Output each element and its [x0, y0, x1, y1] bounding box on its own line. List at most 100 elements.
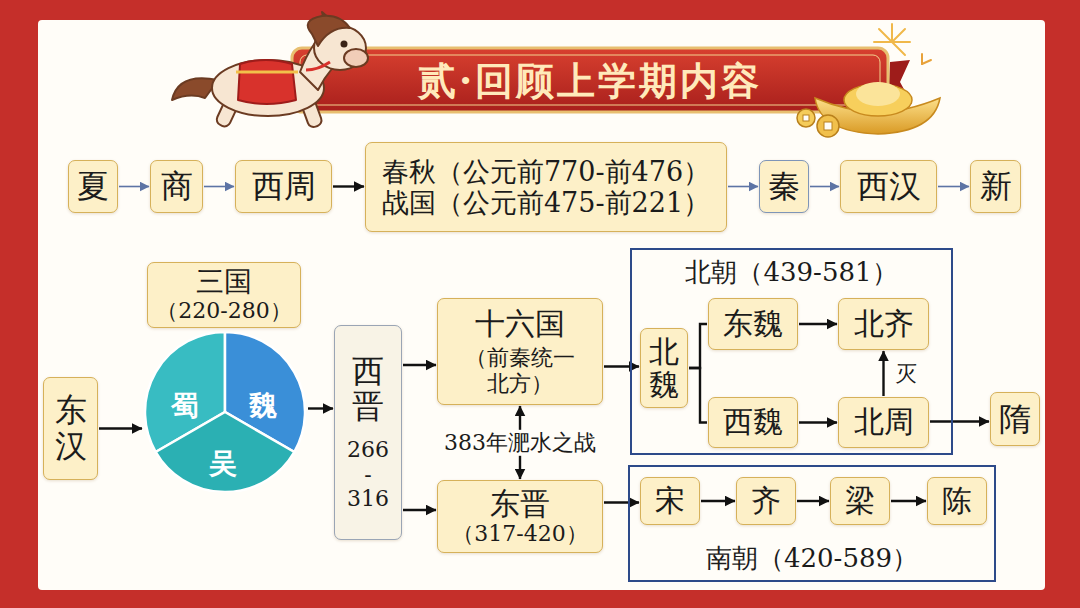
arrow-connector: [204, 186, 234, 188]
dynasty-box: 新: [970, 160, 1021, 213]
dynasty-box: 梁: [830, 477, 890, 525]
gold-ingot: [817, 115, 839, 137]
node-label: 陈: [942, 484, 972, 519]
dynasty-box: 夏: [68, 160, 118, 213]
arrow-connector: [689, 324, 707, 368]
arrow-connector: [403, 509, 436, 511]
dynasty-box: 东魏: [708, 298, 798, 350]
arrow-connector: [891, 500, 926, 502]
node-label: 梁: [845, 484, 875, 519]
horse-illustration: [238, 60, 296, 104]
fireworks: [874, 41, 892, 43]
fireworks: [874, 24, 931, 64]
node-label: 十六国: [475, 307, 565, 342]
three-kingdoms-pie: 三国（220-280） 蜀 魏吴: [143, 262, 307, 492]
node-label: 北魏: [649, 335, 679, 401]
dynasty-box: 西晋 266 - 316: [334, 325, 402, 540]
node-label: 夏: [77, 168, 109, 205]
group-title: 南朝（420-589）: [630, 544, 994, 574]
node-label: 西晋: [352, 354, 384, 424]
gold-ingot: [803, 115, 809, 121]
node-label: 齐: [751, 484, 781, 519]
node-label: 北齐: [854, 307, 914, 342]
node-label: 东汉: [55, 393, 87, 463]
node-label: 春秋（公元前770-前476）: [382, 156, 710, 187]
northern-dynasties-group: 北朝（439-581） 北魏 东魏西魏 北齐北周: [630, 248, 953, 455]
dynasty-box: 秦: [759, 160, 809, 213]
date-range: 266 - 316: [347, 438, 389, 511]
horse-illustration: [341, 41, 348, 48]
arrow-connector: [728, 186, 758, 188]
arrow-connector: [403, 364, 436, 366]
arrow-connector: [930, 420, 989, 422]
dynasty-box: 东晋（317-420）: [437, 480, 603, 553]
node-label: 宋: [655, 484, 685, 519]
title-text: 贰·回顾上学期内容: [380, 50, 800, 112]
dynasty-box: 陈: [927, 477, 987, 525]
horse-illustration: [344, 49, 368, 67]
pie-sector: 吴: [143, 332, 307, 492]
arrow-connector: [308, 407, 333, 409]
horse-illustration: [236, 71, 298, 74]
node-label: 西周: [252, 168, 316, 205]
gold-ingot: [797, 109, 815, 127]
node-label: 三国: [196, 266, 252, 298]
sector-label: 蜀: [171, 390, 199, 422]
node-label: 新: [980, 168, 1012, 205]
arrow-connector: [882, 351, 884, 396]
dynasty-box: 西魏: [708, 397, 798, 448]
fireworks: [891, 24, 893, 42]
date-range: （317-420）: [452, 521, 587, 546]
arrow-connector: [604, 365, 639, 367]
arrow-connector: [119, 186, 149, 188]
heading-box: 三国（220-280）: [147, 262, 301, 328]
node-label: 西魏: [723, 405, 783, 440]
sector-label: 吴: [209, 448, 237, 480]
dynasty-box: 北周: [838, 397, 929, 448]
node-label: 秦: [768, 168, 800, 205]
dynasty-box: 西周: [235, 160, 332, 213]
gold-ingot: [824, 122, 832, 130]
dynasty-box: 东汉: [43, 377, 98, 480]
arrow-connector: [938, 186, 969, 188]
edge-label: 383年淝水之战: [441, 429, 599, 455]
arrow-connector: [333, 185, 364, 187]
dynasty-box: 西汉: [840, 160, 937, 213]
node-label: 商: [161, 168, 193, 205]
node-label: 东魏: [723, 307, 783, 342]
node-label: 隋: [999, 401, 1031, 438]
fireworks: [892, 42, 905, 55]
horse-illustration: [306, 62, 330, 70]
edge-label: 灭: [892, 360, 920, 386]
date-range: （前秦统一北方）: [455, 345, 585, 396]
arrow-connector: [99, 427, 142, 429]
dynasty-box: 宋: [640, 477, 700, 525]
fireworks: [892, 29, 905, 42]
gold-ingot: [856, 82, 900, 106]
fireworks: [879, 29, 892, 42]
horse-illustration: [172, 12, 368, 129]
node-label: 西汉: [857, 168, 921, 205]
gold-ingot: [797, 82, 940, 137]
dynasty-box: 十六国（前秦统一北方）: [437, 298, 603, 405]
sector-label: 魏: [249, 390, 277, 422]
dynasty-box: 商: [150, 160, 203, 213]
arrow-connector: [797, 500, 829, 502]
dynasty-box: 隋: [990, 392, 1040, 446]
title-ribbon: [292, 48, 888, 112]
arrow-connector: [810, 186, 839, 188]
arrow-connector: [799, 421, 837, 423]
date-range: （220-280）: [156, 298, 291, 323]
group-title: 北朝（439-581）: [632, 258, 951, 288]
arrow-connector: [689, 368, 707, 423]
southern-dynasties-group: 南朝（420-589） 宋 齐 梁 陈: [628, 465, 996, 582]
arrow-connector: [604, 501, 639, 503]
fireworks: [921, 54, 923, 64]
sector-wedge: [156, 412, 295, 492]
dynasty-box: 北齐: [838, 298, 929, 350]
node-label: 北周: [854, 405, 914, 440]
white-panel: [38, 20, 1045, 590]
